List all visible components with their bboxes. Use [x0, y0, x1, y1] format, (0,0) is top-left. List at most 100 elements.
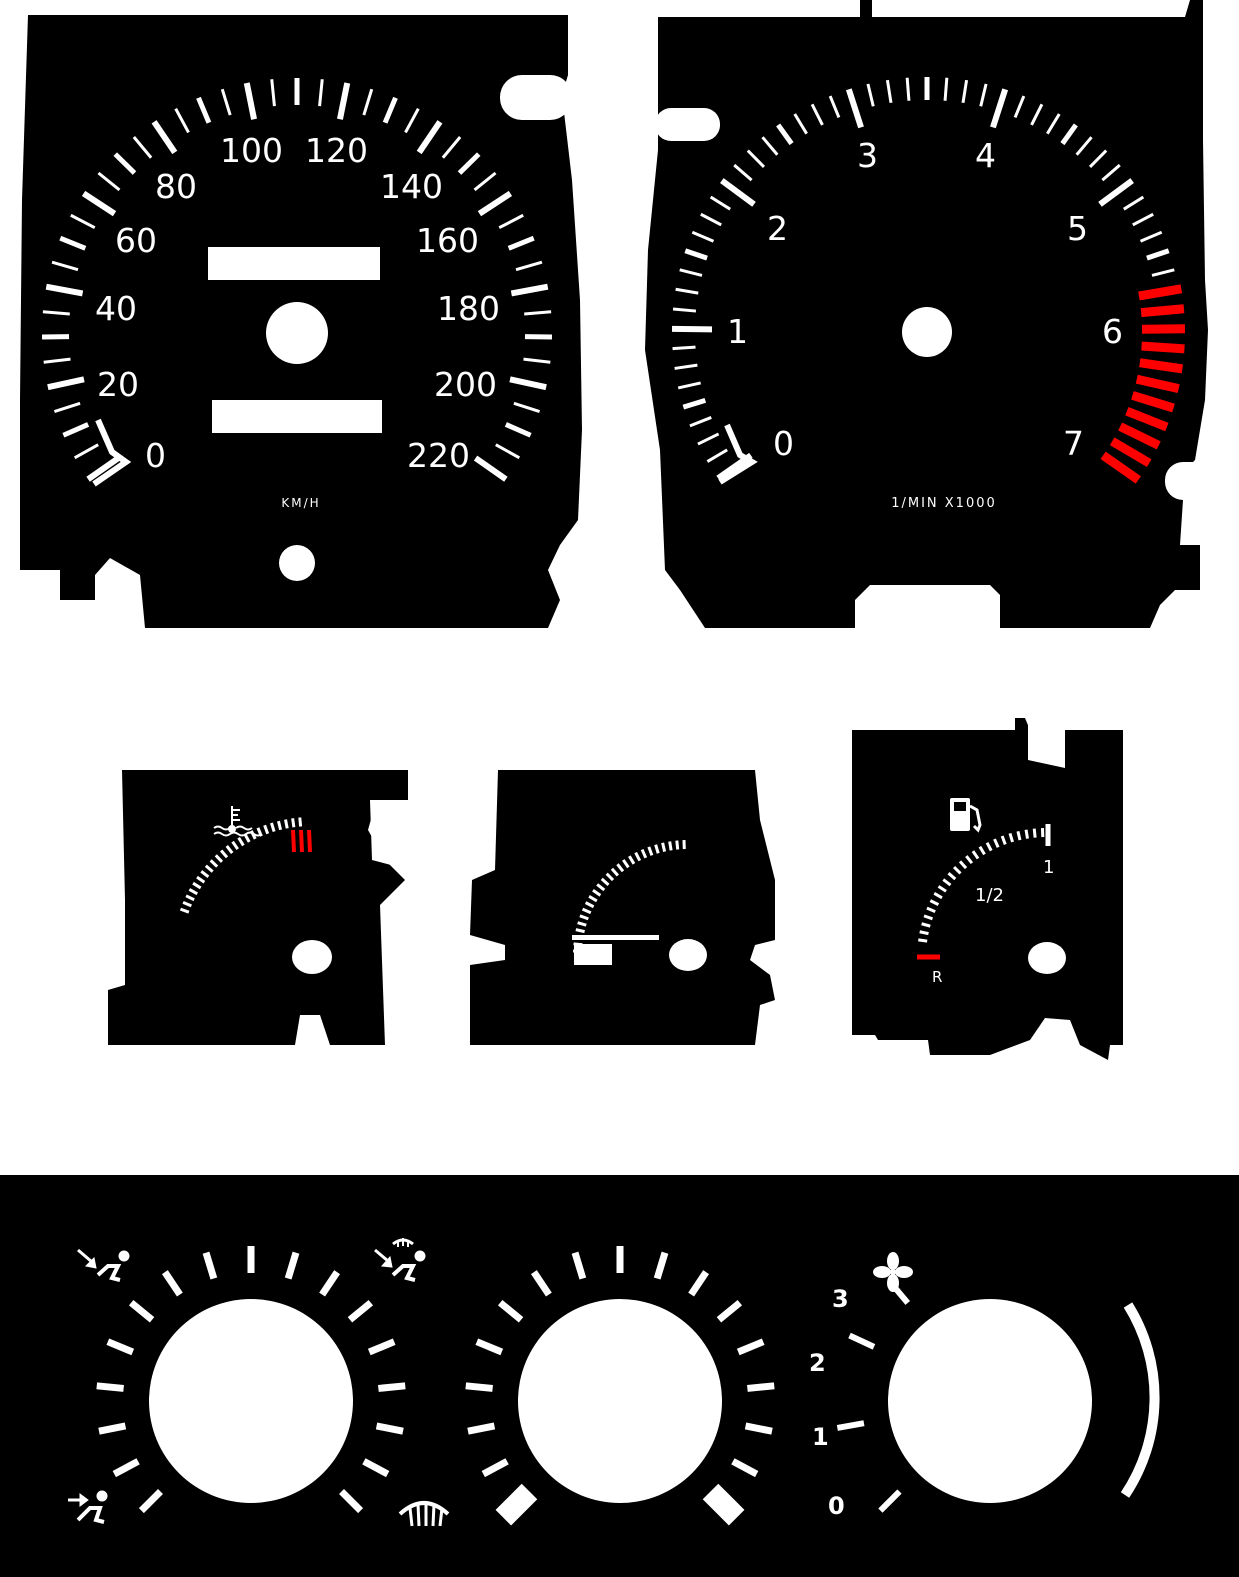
tachometer-tick	[1046, 113, 1061, 135]
speedometer-tick	[59, 235, 87, 251]
speedometer-tick	[510, 283, 549, 297]
fuel-gauge-tick	[921, 922, 931, 928]
temperature-gauge-tick	[200, 870, 210, 879]
speedometer-display-window-top	[208, 247, 380, 280]
temperature-gauge-tick	[237, 836, 245, 847]
speedometer-label-40: 40	[95, 289, 137, 328]
tachometer-label-2: 2	[767, 209, 788, 248]
fan-speed-tick	[878, 1489, 902, 1513]
blank-gauge-bar	[572, 935, 659, 940]
temperature-gauge-tick	[298, 817, 303, 827]
tachometer-label-3: 3	[857, 136, 878, 175]
temperature-gauge-ticks	[179, 817, 303, 914]
fuel-gauge: R 1/2 1	[852, 718, 1123, 1060]
speedometer-tick	[507, 235, 535, 251]
tachometer-label-1: 1	[727, 312, 748, 351]
speedometer-tick	[220, 88, 232, 116]
fan-speed-knob[interactable]	[888, 1299, 1092, 1503]
temperature-gauge-tick	[291, 818, 296, 828]
temperature-gauge-tick	[185, 894, 195, 902]
speedometer-tick	[495, 443, 521, 460]
temperature-gauge	[108, 770, 410, 1045]
speedometer-tick	[318, 79, 324, 107]
temperature-knob[interactable]	[518, 1299, 722, 1503]
tachometer-tick	[672, 307, 697, 313]
air-distribution-knob[interactable]	[149, 1299, 353, 1503]
speedometer-label-60: 60	[115, 221, 157, 260]
tachometer-tick	[828, 95, 841, 118]
tachometer-label-6: 6	[1102, 312, 1123, 351]
tachometer-tick	[810, 103, 824, 126]
air-distribution-knob-ticks	[96, 1246, 406, 1514]
tachometer-redline	[1100, 284, 1186, 484]
tachometer-needle-hole	[902, 307, 952, 357]
tachometer-label-4: 4	[975, 136, 996, 175]
foot-vent-icon	[68, 1490, 108, 1524]
blank-gauge-tick	[577, 921, 587, 927]
speedometer-tick	[509, 376, 547, 391]
blank-gauge-tick	[605, 872, 615, 882]
air-distribution-tick	[319, 1270, 341, 1297]
air-distribution-tick	[112, 1458, 140, 1478]
speedometer-unit: KM/H	[281, 496, 320, 510]
tachometer-tick	[961, 79, 969, 104]
tachometer-tick	[990, 88, 1009, 129]
fuel-gauge-tick	[1008, 832, 1014, 843]
fuel-gauge-tick	[958, 860, 968, 870]
face-vent-icon	[77, 1248, 130, 1282]
air-distribution-tick	[202, 1251, 218, 1280]
blank-gauge-tick	[575, 928, 585, 934]
temperature-gauge-tick	[196, 875, 206, 884]
fan-icon	[873, 1252, 913, 1292]
tachometer-redline-segment	[1100, 451, 1141, 484]
tachometer-label-0: 0	[773, 424, 794, 463]
tachometer-tick	[697, 432, 720, 446]
speedometer-tick	[473, 455, 508, 482]
speedometer-label-120: 120	[305, 131, 368, 170]
speedometer-label-20: 20	[97, 365, 139, 404]
tachometer-tick	[746, 149, 766, 168]
fuel-gauge-needle-hole	[1028, 942, 1066, 974]
speedometer-tick	[473, 171, 497, 192]
blank-gauge-tick	[634, 851, 642, 862]
speedometer-label-0: 0	[145, 436, 166, 475]
speedometer-tick	[457, 152, 481, 175]
temperature-gauge-tick	[179, 907, 190, 914]
blank-gauge-tick	[610, 867, 620, 877]
speedometer-tick	[62, 422, 90, 438]
temperature-knob-tick	[467, 1422, 496, 1435]
air-distribution-tick	[106, 1338, 135, 1356]
tachometer-tick	[684, 248, 708, 261]
fan-speed-arc	[1120, 1302, 1160, 1498]
speedometer-tick	[270, 79, 276, 107]
air-distribution-tick	[375, 1422, 404, 1435]
tachometer-tick	[677, 381, 701, 390]
fuel-gauge-tick	[947, 872, 957, 881]
speedometer-tick	[337, 82, 351, 120]
blank-gauge-tick	[622, 859, 630, 869]
blank-gauge-tick	[596, 883, 606, 892]
blank-gauge-tick	[661, 842, 667, 852]
temperature-knob-tick	[653, 1251, 669, 1280]
speedometer-tick	[132, 136, 153, 159]
speedometer-tick	[81, 190, 117, 217]
tachometer-tick	[733, 163, 753, 182]
temperature-gauge-tick	[188, 888, 198, 896]
blank-gauge	[470, 770, 775, 1045]
speedometer-tick	[174, 107, 190, 134]
temperature-gauge-tick	[284, 819, 289, 829]
speedometer-label-200: 200	[434, 365, 497, 404]
temperature-knob-tick	[744, 1422, 773, 1435]
air-distribution-tick	[284, 1251, 300, 1280]
temperature-knob-tick	[702, 1483, 745, 1526]
tachometer-redline-segment	[1135, 374, 1180, 394]
speedometer-tick	[416, 120, 443, 155]
temperature-gauge-tick	[231, 840, 239, 850]
fuel-gauge-tick	[918, 938, 928, 943]
blank-gauge-tick	[640, 848, 648, 859]
temperature-knob-tick	[481, 1458, 509, 1478]
temperature-gauge-notch	[370, 800, 410, 870]
face-foot-vent-icon	[374, 1238, 426, 1282]
air-distribution-tick	[347, 1299, 374, 1323]
speedometer-ticks	[41, 78, 553, 482]
